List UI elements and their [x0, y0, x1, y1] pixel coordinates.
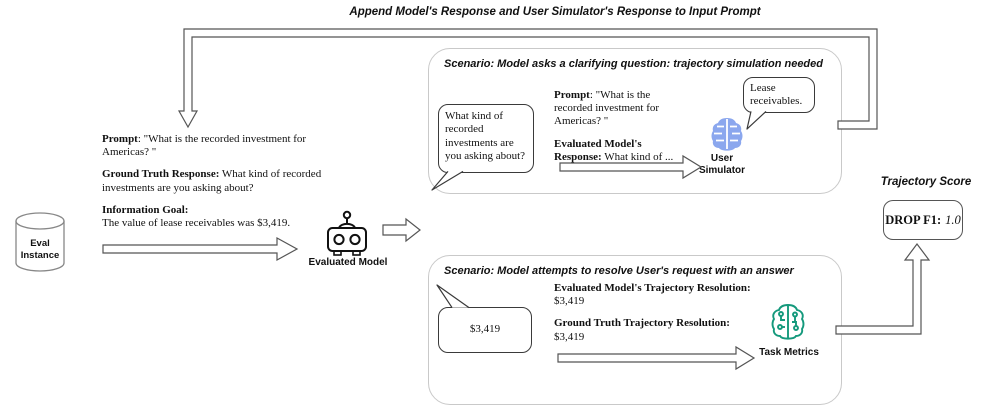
clarify-prompt-line: Prompt: "What is the recorded investment… [554, 89, 686, 129]
info-goal-label: Information Goal: [102, 203, 189, 216]
drop-f1-box: DROP F1:1.0 [883, 200, 963, 240]
model-resolution-label: Evaluated Model's Trajectory Resolution: [554, 282, 751, 294]
model-answer-bubble-text: $3,419 [469, 323, 501, 336]
robot-icon [327, 210, 367, 256]
input-prompt-text: : "What is the recorded investment for A… [102, 133, 307, 159]
model-to-scenarios-arrow [382, 217, 421, 243]
simulator-reply-bubble: Lease receivables. [743, 77, 815, 113]
ground-truth-line: Ground Truth Response: What kind of reco… [102, 168, 332, 194]
scenario-clarify-box: Scenario: Model asks a clarifying questi… [428, 48, 842, 194]
input-prompt-label: Prompt [102, 133, 138, 145]
user-simulator-label: User Simulator [698, 153, 746, 176]
scenario-answer-box: Scenario: Model attempts to resolve User… [428, 255, 842, 405]
clarify-response-line: Evaluated Model's Response: What kind of… [554, 138, 686, 164]
model-question-bubble: What kind of recorded investments are yo… [438, 104, 534, 173]
drop-f1-label: DROP F1: [885, 212, 942, 227]
input-to-model-arrow [102, 236, 299, 262]
resolution-block: Evaluated Model's Trajectory Resolution:… [554, 282, 836, 344]
model-resolution-value: $3,419 [554, 295, 585, 308]
task-metrics-label: Task Metrics [759, 347, 819, 358]
eval-instance-label: Eval Instance [20, 238, 60, 262]
simulator-reply-bubble-text: Lease receivables. [750, 82, 803, 108]
gt-resolution-value: $3,419 [554, 330, 585, 343]
model-resolution-line: Evaluated Model's Trajectory Resolution:… [554, 282, 836, 308]
info-goal-text: The value of lease receivables was $3,41… [102, 216, 291, 229]
clarify-response-text: What kind of ... [601, 150, 674, 163]
scenario-answer-title: Scenario: Model attempts to resolve User… [444, 265, 794, 277]
scenario-clarify-title: Scenario: Model asks a clarifying questi… [444, 58, 823, 70]
metrics-to-score-arrow [835, 243, 931, 335]
trajectory-score-title: Trajectory Score [880, 176, 972, 188]
input-prompt-line: Prompt: "What is the recorded investment… [102, 133, 332, 159]
drop-f1-value: 1.0 [945, 212, 961, 227]
ground-truth-label: Ground Truth Response: [102, 168, 220, 181]
info-goal-line: Information Goal:The value of lease rece… [102, 204, 332, 230]
ground-truth-text: What kind of recorded investments are yo… [102, 168, 322, 194]
gt-resolution-line: Ground Truth Trajectory Resolution:$3,41… [554, 317, 836, 343]
input-prompt-block: Prompt: "What is the recorded investment… [102, 133, 332, 230]
model-question-bubble-text: What kind of recorded investments are yo… [445, 110, 526, 163]
feedback-loop-caption: Append Model's Response and User Simulat… [349, 6, 761, 18]
clarify-prompt-label: Prompt [554, 89, 590, 101]
clarify-prompt-block: Prompt: "What is the recorded investment… [554, 89, 686, 164]
evaluated-model-label: Evaluated Model [308, 257, 388, 268]
model-answer-bubble: $3,419 [438, 307, 532, 353]
gt-resolution-label: Ground Truth Trajectory Resolution: [554, 317, 730, 330]
